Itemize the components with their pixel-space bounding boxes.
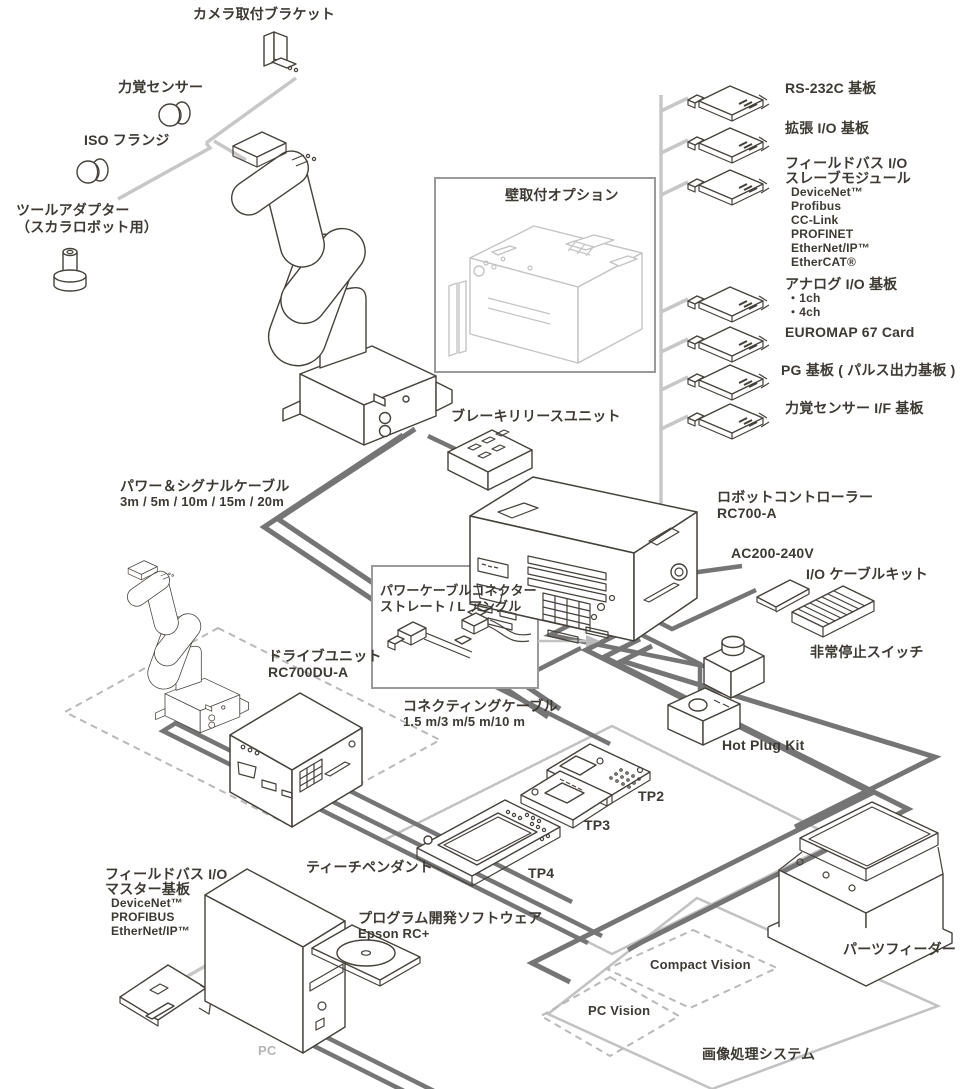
power-signal-cable-label: パワー＆シグナルケーブル bbox=[120, 478, 290, 494]
arrow-right-icon bbox=[586, 635, 600, 647]
io-cable-kit-label: I/O ケーブルキット bbox=[806, 566, 928, 582]
power-connector-label: パワーケーブルコネクター bbox=[380, 583, 537, 598]
euromap-board-icon bbox=[687, 326, 770, 363]
option-board-trunk bbox=[659, 95, 689, 505]
pc-label: PC bbox=[258, 1043, 277, 1058]
controller-label2: RC700-A bbox=[717, 505, 777, 521]
dev-software-label: プログラム開発ソフトウェア bbox=[358, 910, 543, 926]
pc-vision-box bbox=[538, 975, 682, 1058]
force-sensor-icon bbox=[158, 101, 191, 127]
vision-system-label: 画像処理システム bbox=[702, 1046, 816, 1062]
drive-unit-label2: RC700DU-A bbox=[268, 664, 349, 680]
parts-feeder-label: パーツフィーダー bbox=[843, 941, 957, 957]
emergency-stop-icon bbox=[703, 635, 765, 699]
hot-plug-kit-label: Hot Plug Kit bbox=[722, 737, 805, 753]
analog-1ch-label: ・1ch bbox=[787, 291, 821, 305]
hot-plug-kit-icon bbox=[667, 687, 741, 746]
pc-vision-label: PC Vision bbox=[588, 1003, 651, 1018]
fieldbus-slave-item: PROFINET bbox=[791, 227, 854, 241]
teach-pendant-label: ティーチペンダント bbox=[306, 859, 433, 875]
force-sensor-label: 力覚センサー bbox=[118, 79, 204, 95]
compact-vision-box bbox=[604, 928, 780, 1010]
emergency-stop-label: 非常停止スイッチ bbox=[810, 644, 924, 660]
compact-vision-label: Compact Vision bbox=[650, 957, 751, 972]
analog-4ch-label: ・4ch bbox=[787, 305, 821, 319]
dev-software-label2: Epson RC+ bbox=[358, 926, 430, 941]
teach-pendant-region bbox=[381, 724, 843, 956]
fieldbus-slave-item: EtherNet/IP™ bbox=[791, 241, 871, 255]
fieldbus-slave-item: CC-Link bbox=[791, 213, 839, 227]
tp4-label: TP4 bbox=[528, 865, 555, 881]
ac-power-label: AC200-240V bbox=[731, 545, 814, 561]
tool-adapter-label: ツールアダプター bbox=[16, 202, 130, 218]
fieldbus-slave-label2: スレーブモジュール bbox=[785, 170, 911, 186]
fieldbus-slave-board-icon bbox=[687, 169, 770, 206]
rs232c-label: RS-232C 基板 bbox=[785, 80, 877, 96]
wall-mount-label: 壁取付オプション bbox=[505, 187, 619, 203]
analog-io-board-icon bbox=[687, 286, 770, 323]
fieldbus-slave-item: Profibus bbox=[791, 199, 842, 213]
brake-release-label: ブレーキリリースユニット bbox=[451, 408, 621, 424]
fieldbus-master-item: DeviceNet™ bbox=[111, 896, 184, 910]
fieldbus-master-label2: マスター基板 bbox=[105, 881, 191, 897]
euromap-label: EUROMAP 67 Card bbox=[785, 324, 915, 340]
tp4-icon bbox=[416, 799, 561, 887]
main-robot-drawing bbox=[224, 131, 453, 446]
accessory-lines bbox=[117, 76, 298, 201]
camera-bracket-label: カメラ取付ブラケット bbox=[193, 6, 335, 22]
power-cable-connector-box bbox=[371, 565, 600, 689]
rs232c-board-icon bbox=[687, 85, 770, 122]
fieldbus-master-item: PROFIBUS bbox=[111, 910, 175, 924]
tool-adapter-icon bbox=[53, 247, 87, 292]
power-signal-cable-label2: 3m / 5m / 10m / 15m / 20m bbox=[120, 494, 284, 509]
tp3-label: TP3 bbox=[584, 817, 611, 833]
brake-release-unit-icon bbox=[447, 429, 533, 491]
iso-flange-icon bbox=[76, 158, 109, 184]
fieldbus-master-item: EtherNet/IP™ bbox=[111, 924, 191, 938]
expansion-io-board-icon bbox=[687, 127, 770, 164]
controller-label: ロボットコントローラー bbox=[717, 489, 874, 505]
tp2-label: TP2 bbox=[638, 788, 665, 804]
power-connector-label2: ストレート / L アングル bbox=[380, 599, 522, 614]
pc-tower-icon bbox=[204, 868, 421, 1054]
tool-adapter-label2: （スカラロボット用） bbox=[16, 219, 158, 235]
pg-board-icon bbox=[687, 364, 770, 401]
camera-bracket-icon bbox=[263, 31, 299, 73]
straight-connector-drawing bbox=[387, 621, 473, 659]
expansion-io-label: 拡張 I/O 基板 bbox=[785, 120, 870, 136]
tp3-icon bbox=[520, 770, 613, 829]
connecting-cable-label2: 1.5 m/3 m/5 m/10 m bbox=[403, 714, 526, 729]
fieldbus-slave-label: フィールドバス I/O bbox=[785, 155, 908, 171]
fieldbus-slave-item: EtherCAT® bbox=[791, 255, 857, 269]
drive-unit-label: ドライブユニット bbox=[268, 648, 382, 664]
option-boards bbox=[687, 85, 770, 440]
second-robot-drawing bbox=[123, 560, 249, 734]
iso-flange-label: ISO フランジ bbox=[84, 132, 170, 148]
force-if-label: 力覚センサー I/F 基板 bbox=[785, 400, 924, 416]
drive-unit-drawing bbox=[229, 692, 363, 828]
force-if-board-icon bbox=[687, 403, 770, 440]
io-cable-kit-icon bbox=[756, 579, 875, 638]
controller-drawing bbox=[469, 476, 698, 644]
connecting-cable-label: コネクティングケーブル bbox=[403, 698, 558, 714]
parts-feeder-icon bbox=[767, 801, 953, 987]
analog-io-label: アナログ I/O 基板 bbox=[785, 276, 898, 292]
pg-board-label: PG 基板 ( パルス出力基板 ) bbox=[781, 362, 956, 378]
fieldbus-master-label: フィールドバス I/O bbox=[105, 866, 228, 882]
cd-disc-icon bbox=[336, 939, 396, 967]
wall-mount-option-box bbox=[434, 177, 656, 373]
fieldbus-slave-item: DeviceNet™ bbox=[791, 185, 864, 199]
